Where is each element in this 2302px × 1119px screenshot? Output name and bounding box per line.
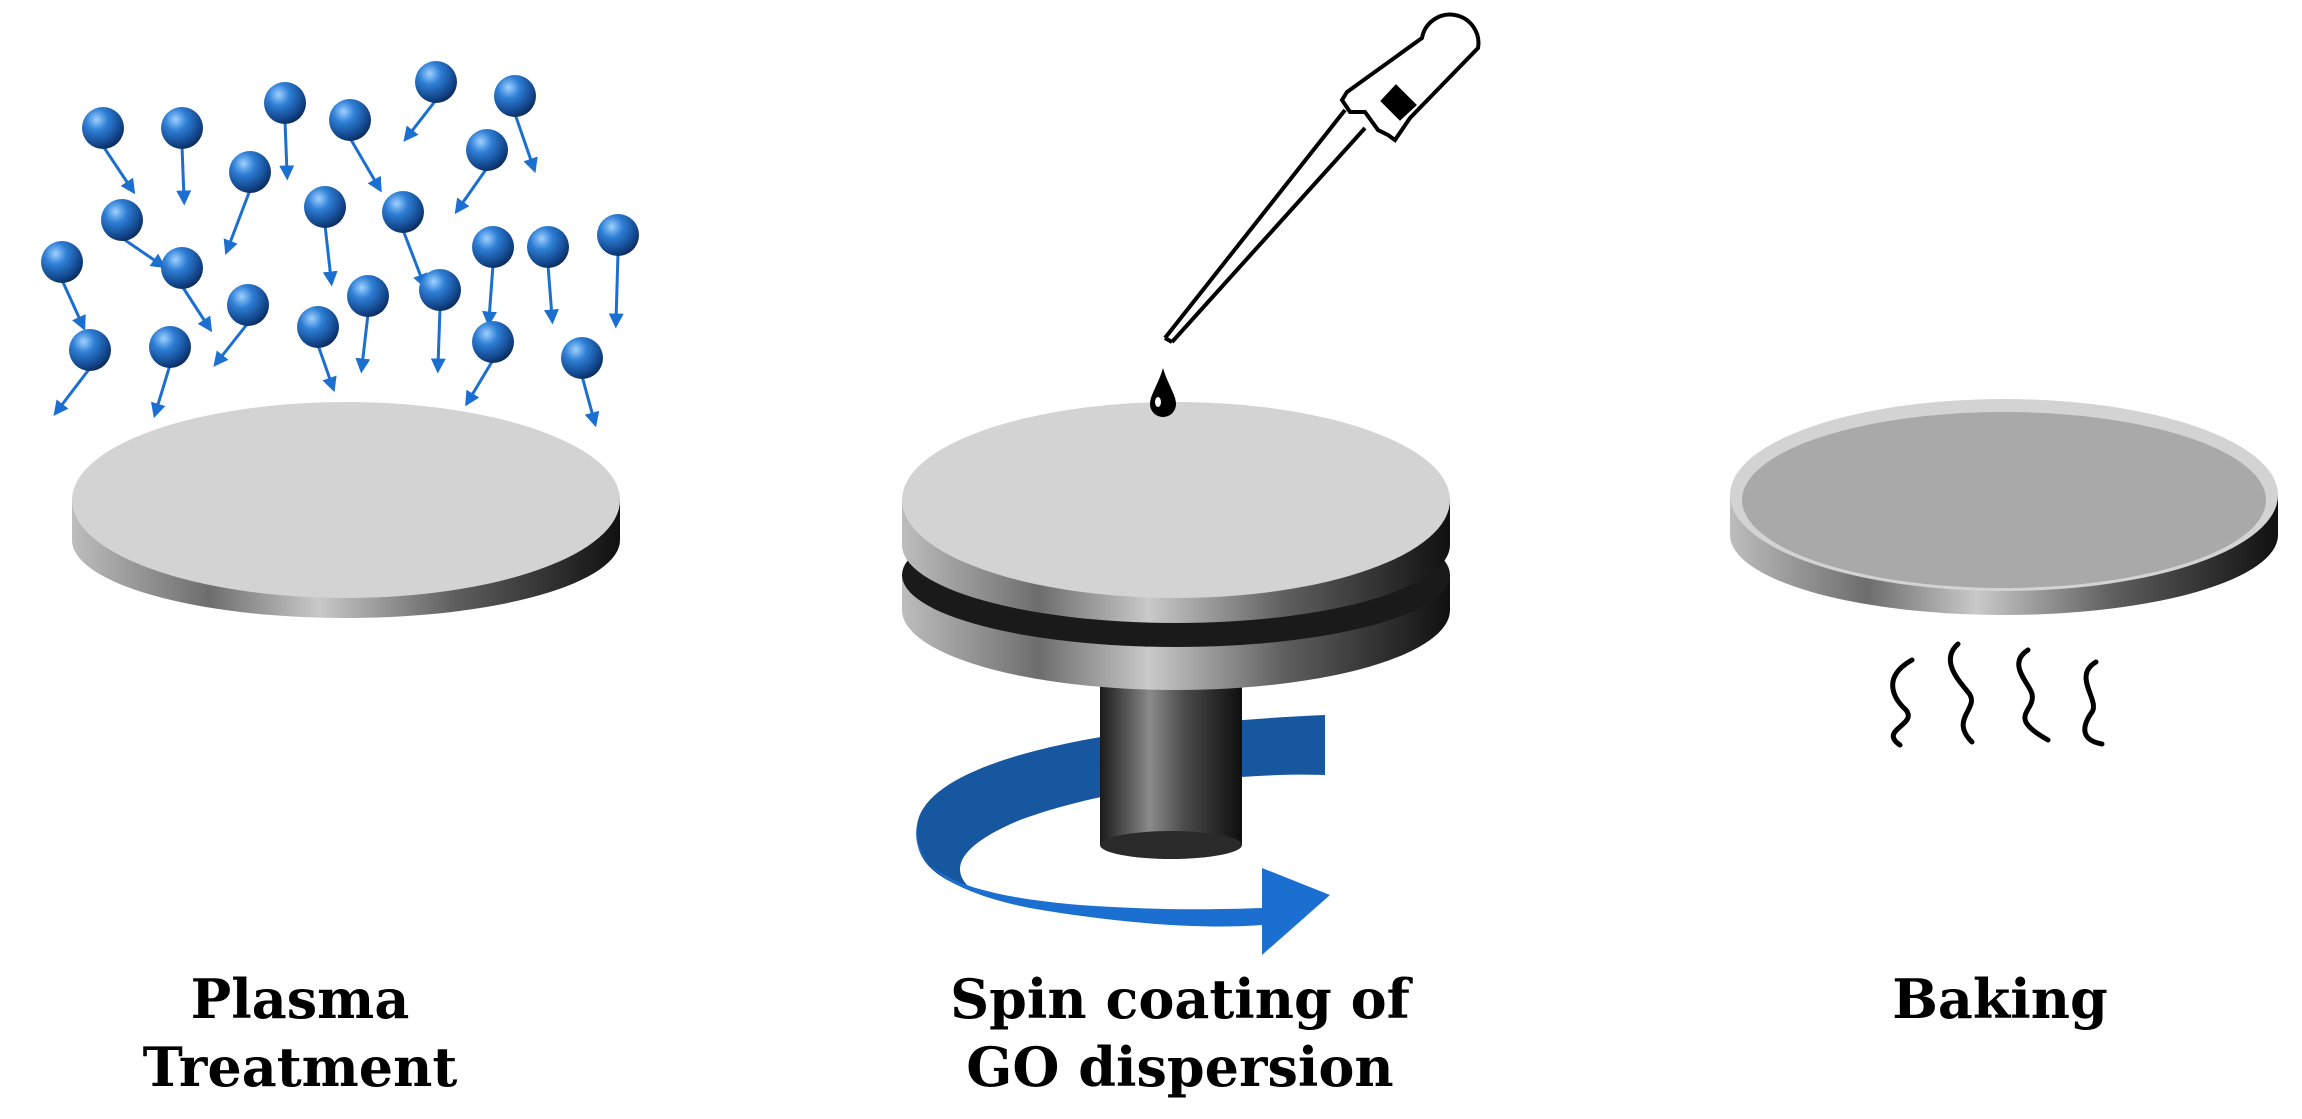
particle-arrow <box>101 145 136 195</box>
plasma-particle-icon <box>227 284 269 326</box>
plasma-particle-icon <box>69 329 111 371</box>
plasma-particle-icon <box>561 337 603 379</box>
particle-arrow <box>223 189 252 256</box>
rotation-arrow-front <box>916 820 1330 955</box>
plasma-particle-icon <box>149 326 191 368</box>
heat-wave-icon <box>2082 659 2105 747</box>
particle-arrow <box>60 279 86 331</box>
label-plasma-line-1: Plasma <box>190 967 410 1031</box>
plasma-particle-icon <box>597 214 639 256</box>
spin-coating-group <box>902 12 1481 955</box>
particle-arrow <box>53 367 92 416</box>
plasma-particle-icon <box>82 107 124 149</box>
plasma-particle-icon <box>347 275 389 317</box>
particle-arrow <box>401 229 428 290</box>
particle-arrow <box>121 236 167 269</box>
label-plasma-treatment: Plasma Treatment <box>100 965 500 1101</box>
particle-arrow <box>213 322 250 367</box>
plasma-particle-icon <box>329 99 371 141</box>
plasma-particle-icon <box>466 129 508 171</box>
plasma-particle-icon <box>419 269 461 311</box>
particle-arrow <box>348 137 382 193</box>
particle-arrow <box>176 145 192 206</box>
label-spin-coating: Spin coating of GO dispersion <box>880 965 1480 1101</box>
plasma-particle-icon <box>101 199 143 241</box>
plasma-particle-icon <box>527 226 569 268</box>
heat-wave-icon <box>1890 657 1915 748</box>
plasma-particle-icon <box>229 151 271 193</box>
label-baking-line-1: Baking <box>1892 967 2108 1031</box>
heat-waves <box>1890 641 2105 748</box>
particle-arrow <box>180 285 213 333</box>
spinner-top-platter <box>902 402 1450 623</box>
plasma-particle-icon <box>161 247 203 289</box>
label-spin-line-2: GO dispersion <box>966 1035 1394 1099</box>
heat-wave-icon <box>2016 647 2051 743</box>
particle-arrow <box>151 364 172 419</box>
plasma-particle-icon <box>472 321 514 363</box>
plasma-particle-icon <box>41 241 83 283</box>
pipette-icon <box>1163 12 1481 344</box>
particle-arrow <box>608 252 624 329</box>
label-plasma-line-2: Treatment <box>142 1035 458 1099</box>
heat-wave-icon <box>1947 641 1975 745</box>
particle-arrow <box>279 120 295 181</box>
particle-arrow <box>513 113 538 174</box>
plasma-particles <box>41 61 639 428</box>
particle-arrow <box>316 344 337 393</box>
plasma-particle-icon <box>297 306 339 348</box>
label-baking: Baking <box>1800 965 2200 1033</box>
particle-arrow <box>430 307 446 374</box>
particle-arrow <box>465 359 495 407</box>
substrate-disc-plasma <box>72 402 620 618</box>
particle-arrow <box>543 264 559 325</box>
plasma-particle-icon <box>161 107 203 149</box>
plasma-particle-icon <box>264 82 306 124</box>
substrate-disc-baked <box>1730 399 2278 615</box>
plasma-particle-icon <box>472 226 514 268</box>
plasma-particle-icon <box>304 186 346 228</box>
plasma-particle-icon <box>382 191 424 233</box>
particle-arrow <box>355 313 371 374</box>
plasma-particle-icon <box>494 75 536 117</box>
baking-group <box>1730 399 2278 748</box>
particle-arrow <box>403 99 438 142</box>
particle-arrow <box>580 375 600 428</box>
droplet-icon <box>1150 368 1176 417</box>
particle-arrow <box>322 224 338 287</box>
particle-arrow <box>482 264 498 327</box>
label-spin-line-1: Spin coating of <box>950 967 1410 1031</box>
plasma-treatment-group <box>41 61 639 618</box>
plasma-particle-icon <box>415 61 457 103</box>
particle-arrow <box>454 167 489 215</box>
